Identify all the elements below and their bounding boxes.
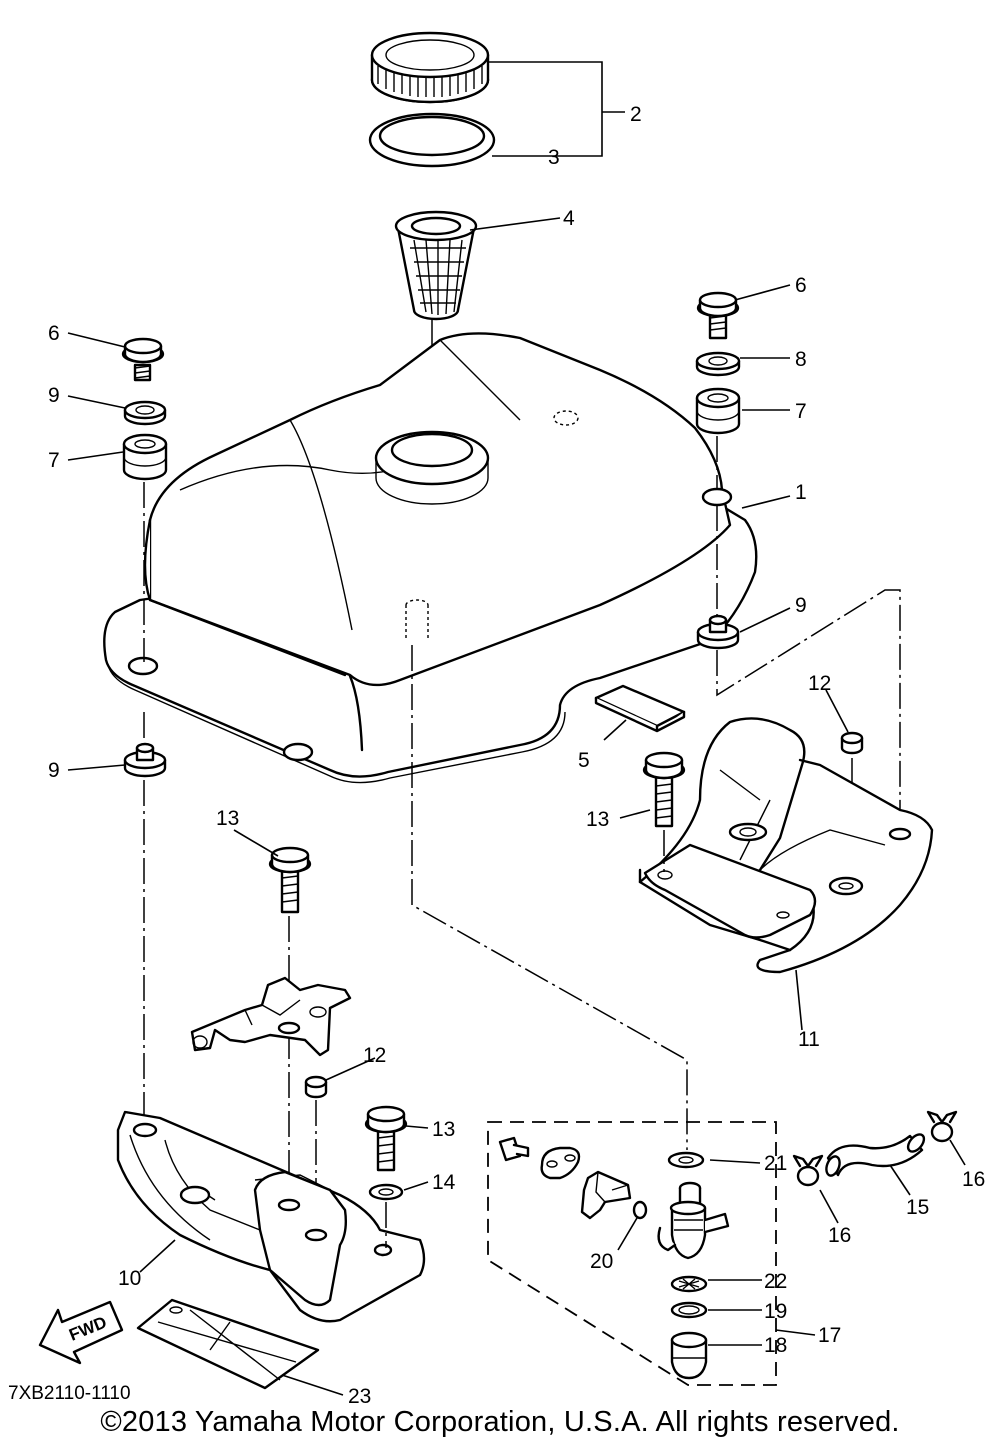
pad-5-part[interactable]: [594, 684, 686, 733]
callout-22: 22: [764, 1270, 787, 1293]
clip-16-left-part[interactable]: [792, 1154, 824, 1187]
clip-16-right-part[interactable]: [926, 1110, 958, 1143]
filter-22-part[interactable]: [670, 1275, 708, 1293]
bolt-left-part[interactable]: [121, 337, 165, 382]
screw-part[interactable]: [498, 1136, 530, 1162]
gasket-21-part[interactable]: [667, 1151, 705, 1169]
bracket-part[interactable]: [190, 976, 352, 1057]
fuel-strainer-part[interactable]: [394, 210, 478, 321]
diagram-code: 7XB2110-1110: [8, 1383, 131, 1404]
callout-18: 18: [764, 1334, 787, 1357]
cup-18-part[interactable]: [670, 1331, 708, 1380]
washer-8-part[interactable]: [695, 351, 741, 377]
callout-9-right: 9: [795, 594, 807, 617]
callout-12-upper: 12: [808, 672, 831, 695]
callout-13-middle: 13: [216, 807, 239, 830]
grommet-7-left-part[interactable]: [122, 433, 168, 481]
callout-7-left: 7: [48, 449, 60, 472]
fuel-cock-assembly-box: [487, 1121, 777, 1386]
tray-11-part[interactable]: [638, 717, 934, 974]
callout-2: 2: [630, 103, 642, 126]
clip-12-lower-part[interactable]: [304, 1075, 328, 1099]
callout-13-right: 13: [586, 808, 609, 831]
callout-9-upper-left: 9: [48, 384, 60, 407]
grommet-7-right-part[interactable]: [695, 387, 741, 435]
bolt-13-middle-part[interactable]: [268, 846, 312, 914]
callout-13-lower: 13: [432, 1118, 455, 1141]
callout-4: 4: [563, 207, 575, 230]
washer-14-part[interactable]: [368, 1183, 404, 1201]
fwd-arrow-icon: FWD: [38, 1300, 124, 1365]
callout-11: 11: [798, 1028, 820, 1051]
clip-12-upper-part[interactable]: [840, 731, 864, 755]
callout-8: 8: [795, 348, 807, 371]
bracket-10-part[interactable]: [116, 1110, 426, 1323]
callout-9-lower-left: 9: [48, 759, 60, 782]
fuel-tank-part[interactable]: [103, 332, 758, 784]
callout-14: 14: [432, 1171, 456, 1194]
callout-6-right: 6: [795, 274, 807, 297]
fuel-cock-body-part[interactable]: [657, 1181, 730, 1260]
bolt-13-lower-part[interactable]: [364, 1105, 408, 1172]
callout-labels: 2 3 4 6 8 7 1 9 6 9 7 9 12 5 13 11 13 12…: [48, 103, 985, 1408]
callout-15: 15: [906, 1196, 929, 1219]
callout-3: 3: [548, 146, 560, 169]
hose-15-part[interactable]: [824, 1131, 927, 1177]
callout-19: 19: [764, 1300, 787, 1323]
callout-6-left: 6: [48, 322, 60, 345]
oring-20-part[interactable]: [632, 1200, 648, 1220]
collar-9-right-part[interactable]: [696, 614, 740, 650]
callout-23: 23: [348, 1385, 371, 1408]
lever-part[interactable]: [580, 1170, 632, 1220]
oring-19-part[interactable]: [670, 1301, 708, 1319]
cap-gasket-part[interactable]: [368, 112, 496, 168]
callout-16-right: 16: [962, 1168, 985, 1191]
collar-9-lower-left-part[interactable]: [123, 742, 167, 778]
callout-16-left: 16: [828, 1224, 851, 1247]
callout-17: 17: [818, 1324, 841, 1347]
callout-20: 20: [590, 1250, 613, 1273]
callout-7-right: 7: [795, 400, 807, 423]
callout-21: 21: [764, 1152, 787, 1175]
plate-part[interactable]: [540, 1146, 581, 1180]
callout-10: 10: [118, 1267, 141, 1290]
callout-5: 5: [578, 749, 590, 772]
pad-23-part[interactable]: [136, 1298, 320, 1390]
bolt-right-part[interactable]: [696, 291, 740, 340]
fuel-cap-part[interactable]: [370, 31, 490, 104]
copyright-notice: ©2013 Yamaha Motor Corporation, U.S.A. A…: [100, 1406, 900, 1438]
callout-1: 1: [795, 481, 807, 504]
callout-12-lower: 12: [363, 1044, 386, 1067]
washer-9-upper-left-part[interactable]: [123, 400, 167, 426]
bolt-13-right-part[interactable]: [642, 751, 686, 828]
leader-lines: [67, 61, 966, 1396]
